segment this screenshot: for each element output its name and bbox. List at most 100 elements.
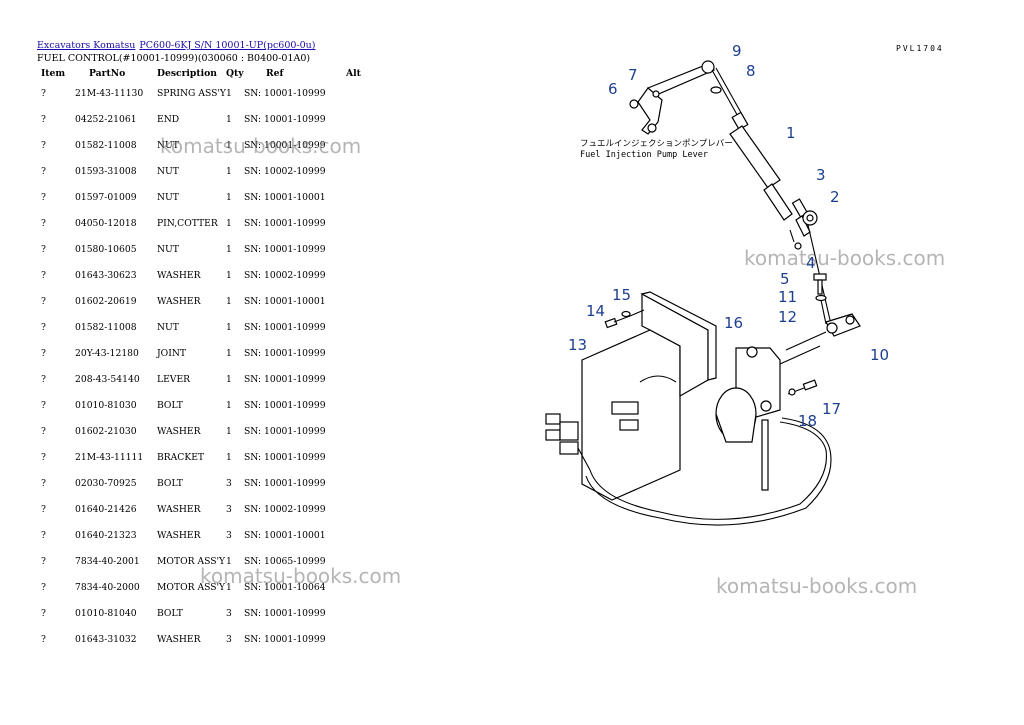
diagram-code: PVL1704 (896, 44, 944, 53)
cell-description: END (157, 113, 180, 125)
exploded-parts-diagram: フュエルインジェクションポンプレバー Fuel Injection Pump L… (545, 42, 889, 526)
cell-qty: 1 (225, 165, 232, 177)
cell-qty: 1 (225, 87, 232, 99)
cell-qty: 3 (225, 529, 232, 541)
cell-partno: 01602-21030 (75, 425, 137, 437)
motor-bolts (787, 379, 818, 396)
cell-alt (346, 210, 366, 236)
callout-16: 16 (724, 314, 743, 332)
cell-partno: 01582-11008 (75, 321, 137, 333)
cell-alt (346, 184, 366, 210)
joint (785, 313, 861, 351)
cell-description: NUT (157, 165, 179, 177)
cell-description: WASHER (157, 269, 201, 281)
cell-description: NUT (157, 191, 179, 203)
cell-description: MOTOR ASS'Y (157, 581, 226, 593)
bracket (581, 291, 717, 501)
cell-partno: 20Y-43-12180 (75, 347, 139, 359)
callout-6: 6 (608, 80, 618, 98)
cell-item: ? (41, 217, 46, 229)
rod-end-parts (789, 198, 837, 331)
cell-qty: 1 (225, 295, 232, 307)
cell-item: ? (41, 503, 46, 515)
cell-description: SPRING ASS'Y (157, 87, 226, 99)
cell-item: ? (41, 555, 46, 567)
cell-item: ? (41, 243, 46, 255)
cell-ref: SN: 10001-10999 (243, 347, 326, 359)
cell-alt (346, 366, 366, 392)
header-alt: Alt (345, 67, 361, 79)
cell-alt (346, 574, 366, 600)
breadcrumb-link-excavators[interactable]: Excavators Komatsu (37, 40, 136, 51)
cell-partno: 7834-40-2001 (75, 555, 140, 567)
header-ref: Ref (265, 67, 284, 79)
cell-item: ? (41, 269, 46, 281)
parts-table: Item PartNo Description Qty Ref Alt ?21M… (30, 66, 366, 652)
cell-alt (346, 444, 366, 470)
cell-ref: SN: 10001-10001 (243, 191, 326, 203)
cell-alt (346, 262, 366, 288)
spring-assembly (710, 67, 793, 221)
callout-3: 3 (816, 166, 826, 184)
cell-ref: SN: 10002-10999 (243, 165, 326, 177)
cell-ref: SN: 10001-10999 (243, 139, 326, 151)
bolt-and-washer (813, 273, 827, 325)
cell-item: ? (41, 451, 46, 463)
cell-item: ? (41, 295, 46, 307)
cell-alt (346, 418, 366, 444)
cell-alt (346, 314, 366, 340)
cell-ref: SN: 10001-10999 (243, 373, 326, 385)
cell-description: BRACKET (157, 451, 205, 463)
callout-18: 18 (798, 412, 817, 430)
lever-label-jp: フュエルインジェクションポンプレバー (580, 139, 733, 149)
breadcrumb-link-model[interactable]: PC600-6KJ S/N 10001-UP(pc600-0u) (139, 40, 316, 51)
cell-alt (346, 470, 366, 496)
cell-item: ? (41, 607, 46, 619)
cell-partno: 01602-20619 (75, 295, 137, 307)
callout-5: 5 (780, 270, 790, 288)
header-item: Item (41, 67, 66, 79)
cell-qty: 1 (225, 321, 232, 333)
lever-label-en: Fuel Injection Pump Lever (580, 150, 708, 160)
cell-partno: 02030-70925 (75, 477, 137, 489)
cell-partno: 01010-81040 (75, 607, 137, 619)
callout-4: 4 (806, 254, 816, 272)
cell-qty: 3 (225, 607, 232, 619)
callout-15: 15 (612, 286, 631, 304)
cell-ref: SN: 10001-10999 (243, 87, 326, 99)
cell-qty: 3 (225, 503, 232, 515)
cell-qty: 1 (225, 555, 232, 567)
cell-item: ? (41, 477, 46, 489)
callout-9: 9 (732, 42, 742, 60)
cell-partno: 21M-43-11111 (75, 451, 144, 463)
callout-2: 2 (830, 188, 840, 206)
cell-partno: 01010-81030 (75, 399, 137, 411)
cell-qty: 1 (225, 373, 232, 385)
cell-ref: SN: 10001-10999 (243, 399, 326, 411)
cell-description: WASHER (157, 425, 201, 437)
cell-ref: SN: 10001-10999 (243, 217, 326, 229)
cell-item: ? (41, 87, 46, 99)
cell-partno: 01580-10605 (75, 243, 137, 255)
cell-partno: 04252-21061 (75, 113, 137, 125)
cell-partno: 21M-43-11130 (75, 87, 144, 99)
cell-alt (346, 132, 366, 158)
cell-ref: SN: 10001-10999 (243, 243, 326, 255)
motor-assembly (715, 345, 821, 491)
cell-qty: 1 (225, 243, 232, 255)
cell-partno: 01643-31032 (75, 633, 137, 645)
header-partno: PartNo (89, 67, 126, 79)
